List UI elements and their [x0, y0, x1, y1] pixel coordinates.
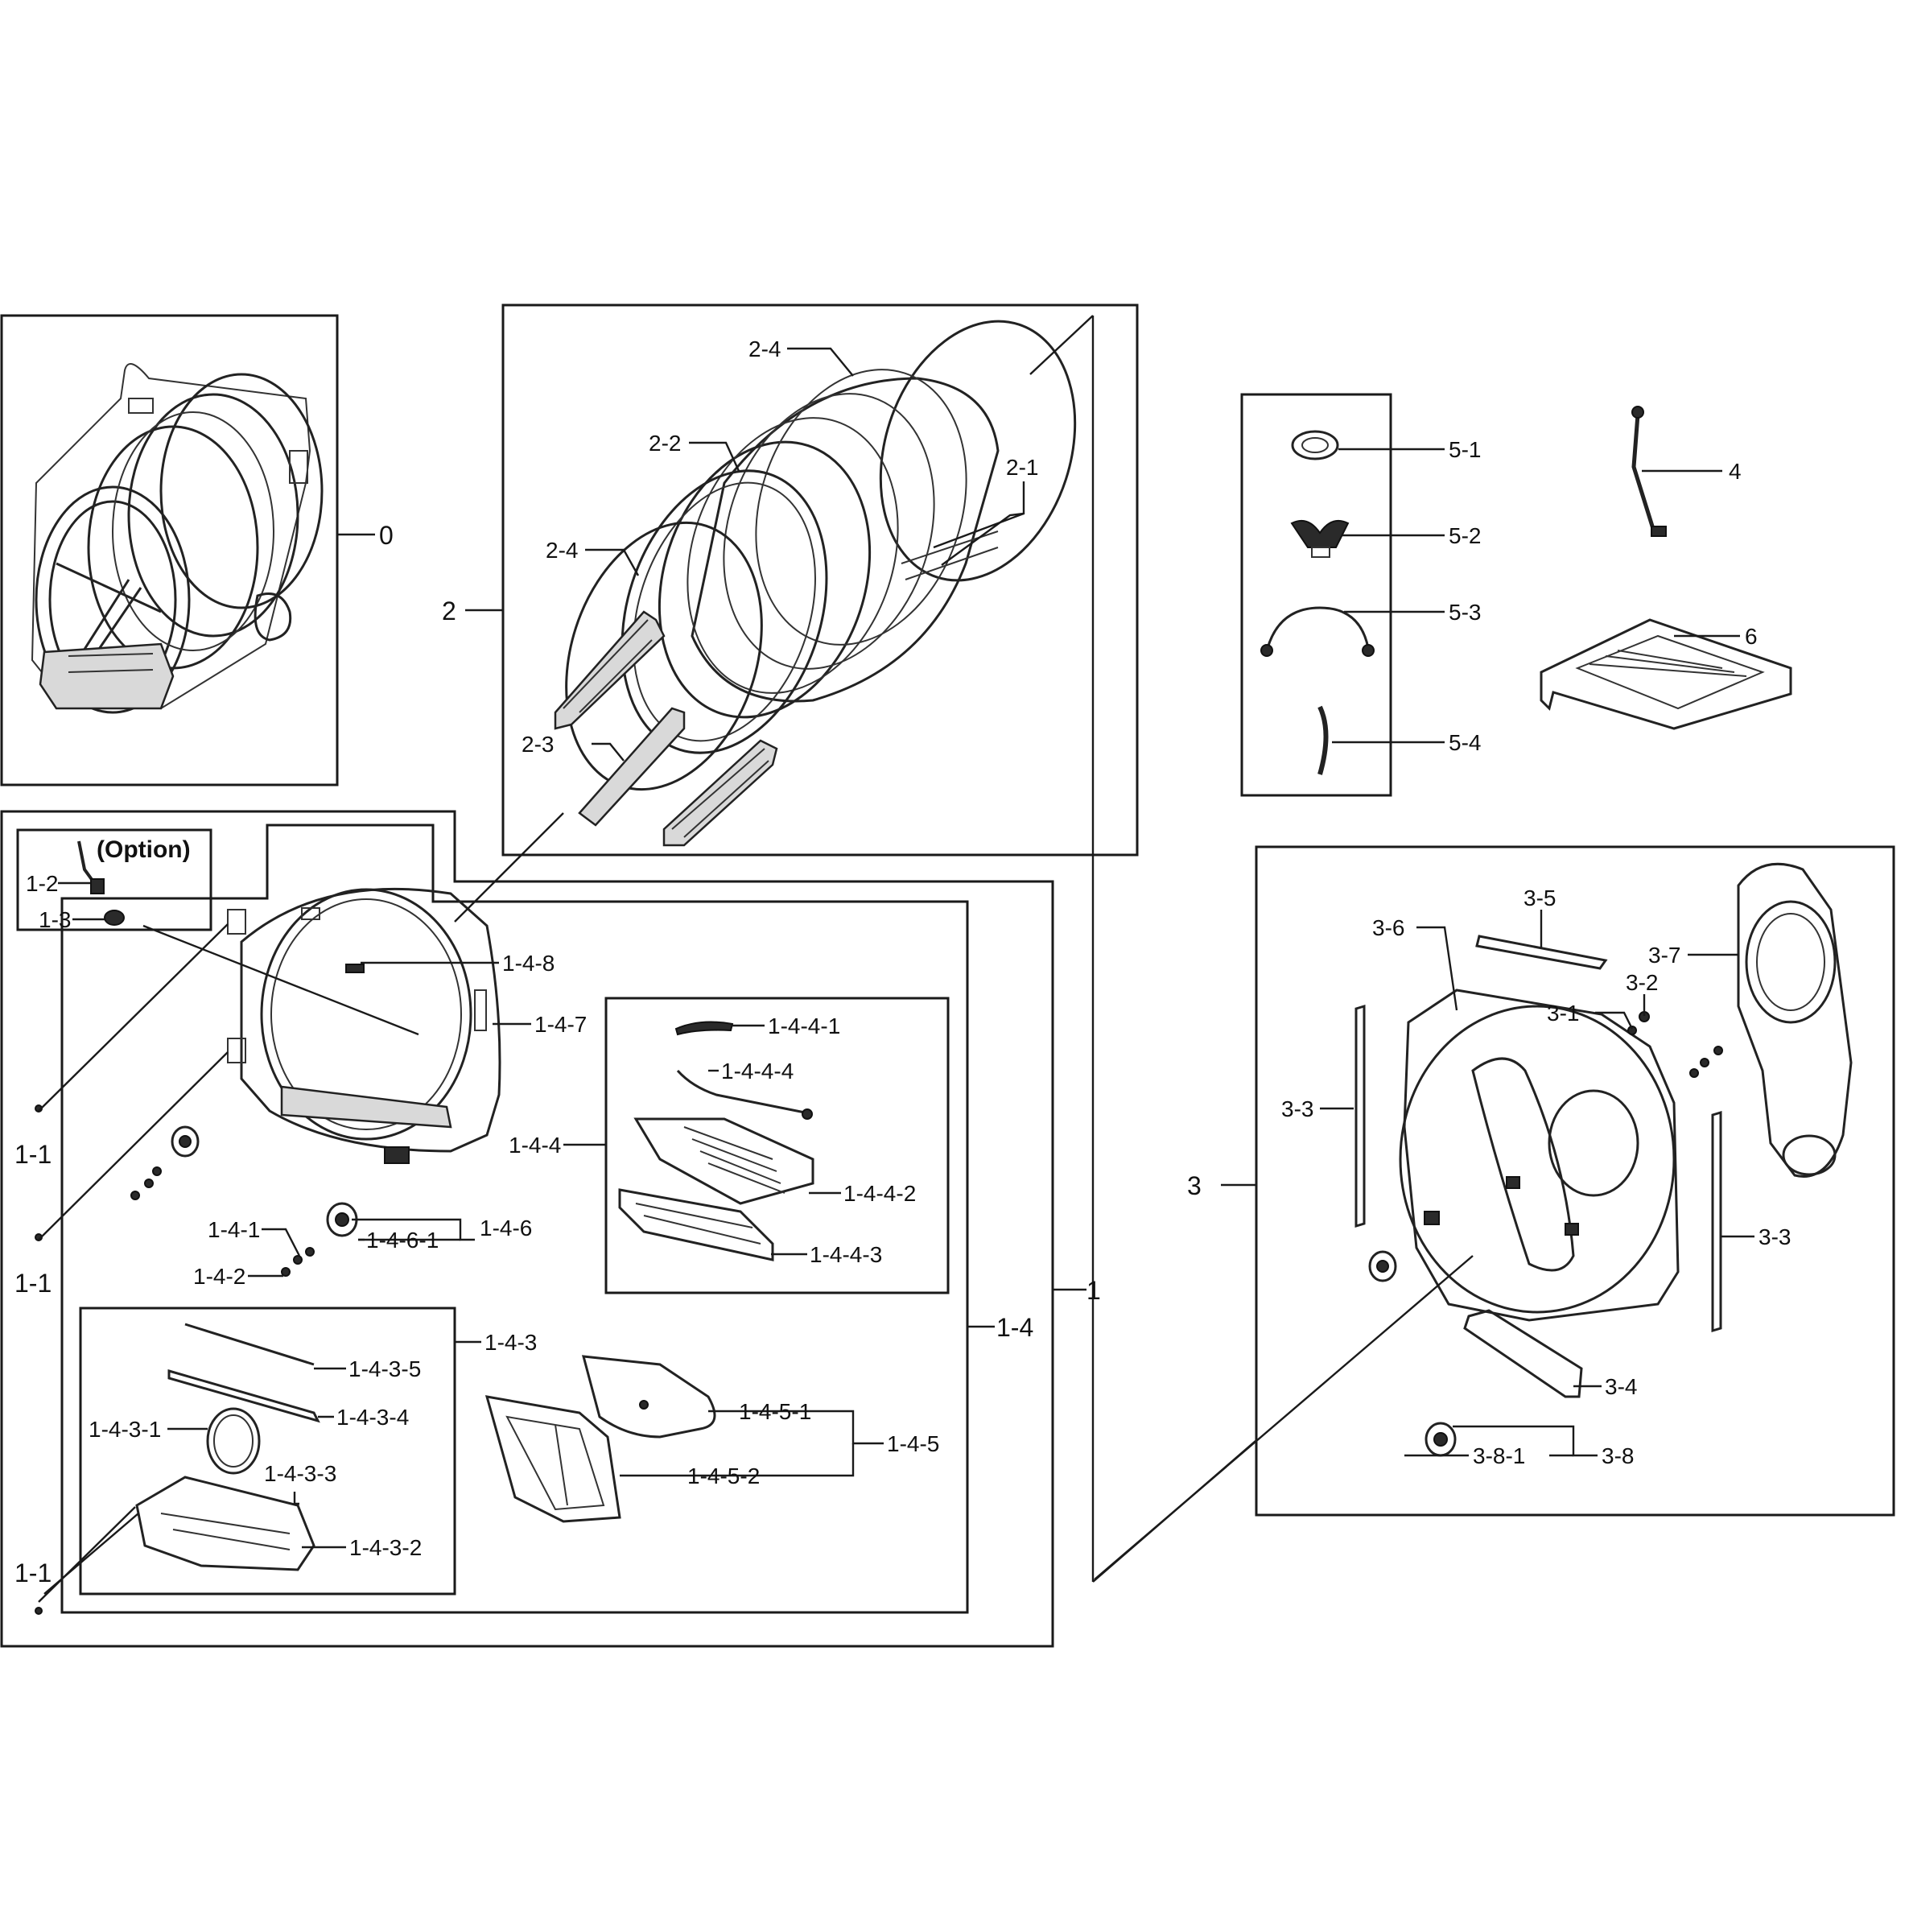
- label-part-1-4-6-1: 1-4-6-1: [366, 1228, 439, 1253]
- label-part-1-4-8: 1-4-8: [502, 951, 555, 976]
- label-part-3-8: 3-8: [1602, 1443, 1634, 1468]
- rear-panel-illustration: [1354, 862, 1853, 1457]
- label-part-1-4-3-2: 1-4-3-2: [349, 1535, 422, 1560]
- label-part-1-4-5-1: 1-4-5-1: [739, 1399, 811, 1424]
- label-part-3: 3: [1187, 1171, 1202, 1200]
- label-part-1-4-4-2: 1-4-4-2: [843, 1181, 916, 1206]
- label-part-5-1: 5-1: [1449, 437, 1481, 462]
- front-panel-illustration: [227, 887, 501, 1164]
- frame-1-4-4: [604, 997, 950, 1294]
- label-part-5-2: 5-2: [1449, 523, 1481, 548]
- fasteners: [35, 1104, 358, 1615]
- label-part-1-4-1: 1-4-1: [208, 1217, 260, 1242]
- label-part-3-6: 3-6: [1372, 915, 1404, 940]
- frame-accessories-5: [1240, 393, 1392, 797]
- label-part-4: 4: [1729, 459, 1742, 484]
- label-part-2-3: 2-3: [522, 732, 554, 757]
- label-part-2-4-top: 2-4: [748, 336, 781, 361]
- label-part-5-4: 5-4: [1449, 730, 1481, 755]
- label-part-1-4-2: 1-4-2: [193, 1264, 245, 1289]
- filter-illustration: [484, 1355, 716, 1523]
- label-option: (Option): [97, 836, 191, 863]
- drum-lifter: [662, 739, 778, 847]
- label-part-3-5: 3-5: [1523, 886, 1556, 910]
- label-part-1-4-3-5: 1-4-3-5: [348, 1356, 421, 1381]
- label-part-1-4-4-3: 1-4-4-3: [810, 1242, 882, 1267]
- label-part-1-4-4-1: 1-4-4-1: [768, 1013, 840, 1038]
- label-part-1-4-3-4: 1-4-3-4: [336, 1405, 409, 1430]
- label-part-1-4-3-3: 1-4-3-3: [264, 1461, 336, 1486]
- label-part-3-4: 3-4: [1605, 1374, 1637, 1399]
- label-part-3-2: 3-2: [1626, 970, 1658, 995]
- label-part-1-4-7: 1-4-7: [534, 1012, 587, 1037]
- frame-subassembly-1-4: [60, 824, 969, 1614]
- label-part-6: 6: [1745, 624, 1758, 649]
- part-labels: 0 2 2-4 2-2 2-1 2-4 2-3 5-1 5-2 5-3 5-4 …: [14, 336, 1791, 1587]
- drum-rear-seal: [879, 320, 1077, 582]
- label-part-1-4: 1-4: [996, 1313, 1033, 1342]
- frame-rear-3: [1255, 845, 1895, 1517]
- frame-drum-2: [501, 303, 1139, 857]
- label-part-3-3-left: 3-3: [1281, 1096, 1313, 1121]
- duct-illustration: [135, 1323, 320, 1571]
- label-part-3-8-1: 3-8-1: [1473, 1443, 1525, 1468]
- option-sensor-illustration: [77, 840, 125, 926]
- drum-lifter: [578, 707, 686, 827]
- label-part-2: 2: [442, 597, 456, 625]
- label-part-3-1: 3-1: [1547, 1001, 1579, 1026]
- label-part-1-1-b: 1-1: [14, 1269, 52, 1298]
- drain-tube: [1317, 705, 1329, 775]
- label-part-1: 1: [1086, 1276, 1101, 1305]
- ring-gasket: [1291, 430, 1339, 460]
- label-part-2-2: 2-2: [649, 431, 681, 456]
- frame-option: [16, 828, 212, 931]
- accessories-illustration: [1260, 406, 1792, 775]
- label-part-3-3-right: 3-3: [1759, 1224, 1791, 1249]
- label-part-1-4-4: 1-4-4: [509, 1133, 561, 1158]
- label-part-1-4-3: 1-4-3: [484, 1330, 537, 1355]
- drum-lifter: [554, 610, 666, 730]
- frames: [0, 303, 1895, 1648]
- lint-duct-illustration: [618, 1021, 814, 1261]
- label-part-2-1: 2-1: [1006, 455, 1038, 480]
- label-part-0: 0: [379, 521, 394, 550]
- leader-lines: [38, 315, 1754, 1603]
- label-part-2-4-left: 2-4: [546, 538, 578, 563]
- label-part-1-1-c: 1-1: [14, 1558, 52, 1587]
- label-part-1-3: 1-3: [39, 907, 71, 932]
- label-part-1-4-5-2: 1-4-5-2: [687, 1463, 760, 1488]
- label-part-1-4-6: 1-4-6: [480, 1216, 532, 1241]
- sensor-wire: [1631, 414, 1656, 532]
- drum-illustration: [554, 320, 1077, 847]
- frame-front-1: [0, 810, 1054, 1648]
- label-part-3-7: 3-7: [1648, 943, 1680, 968]
- label-part-1-4-3-1: 1-4-3-1: [89, 1417, 161, 1442]
- y-connector: [1290, 520, 1350, 548]
- frame-assembly-0: [0, 314, 339, 786]
- water-hose: [1266, 606, 1370, 649]
- label-part-1-1-a: 1-1: [14, 1140, 52, 1169]
- frame-1-4-3: [79, 1307, 456, 1596]
- label-part-1-4-4-4: 1-4-4-4: [721, 1059, 794, 1084]
- label-part-5-3: 5-3: [1449, 600, 1481, 625]
- drum-front-seal: [621, 469, 828, 754]
- drum-assembly-illustration: [31, 363, 324, 714]
- label-part-1-2: 1-2: [26, 871, 58, 896]
- label-part-1-4-5: 1-4-5: [887, 1431, 939, 1456]
